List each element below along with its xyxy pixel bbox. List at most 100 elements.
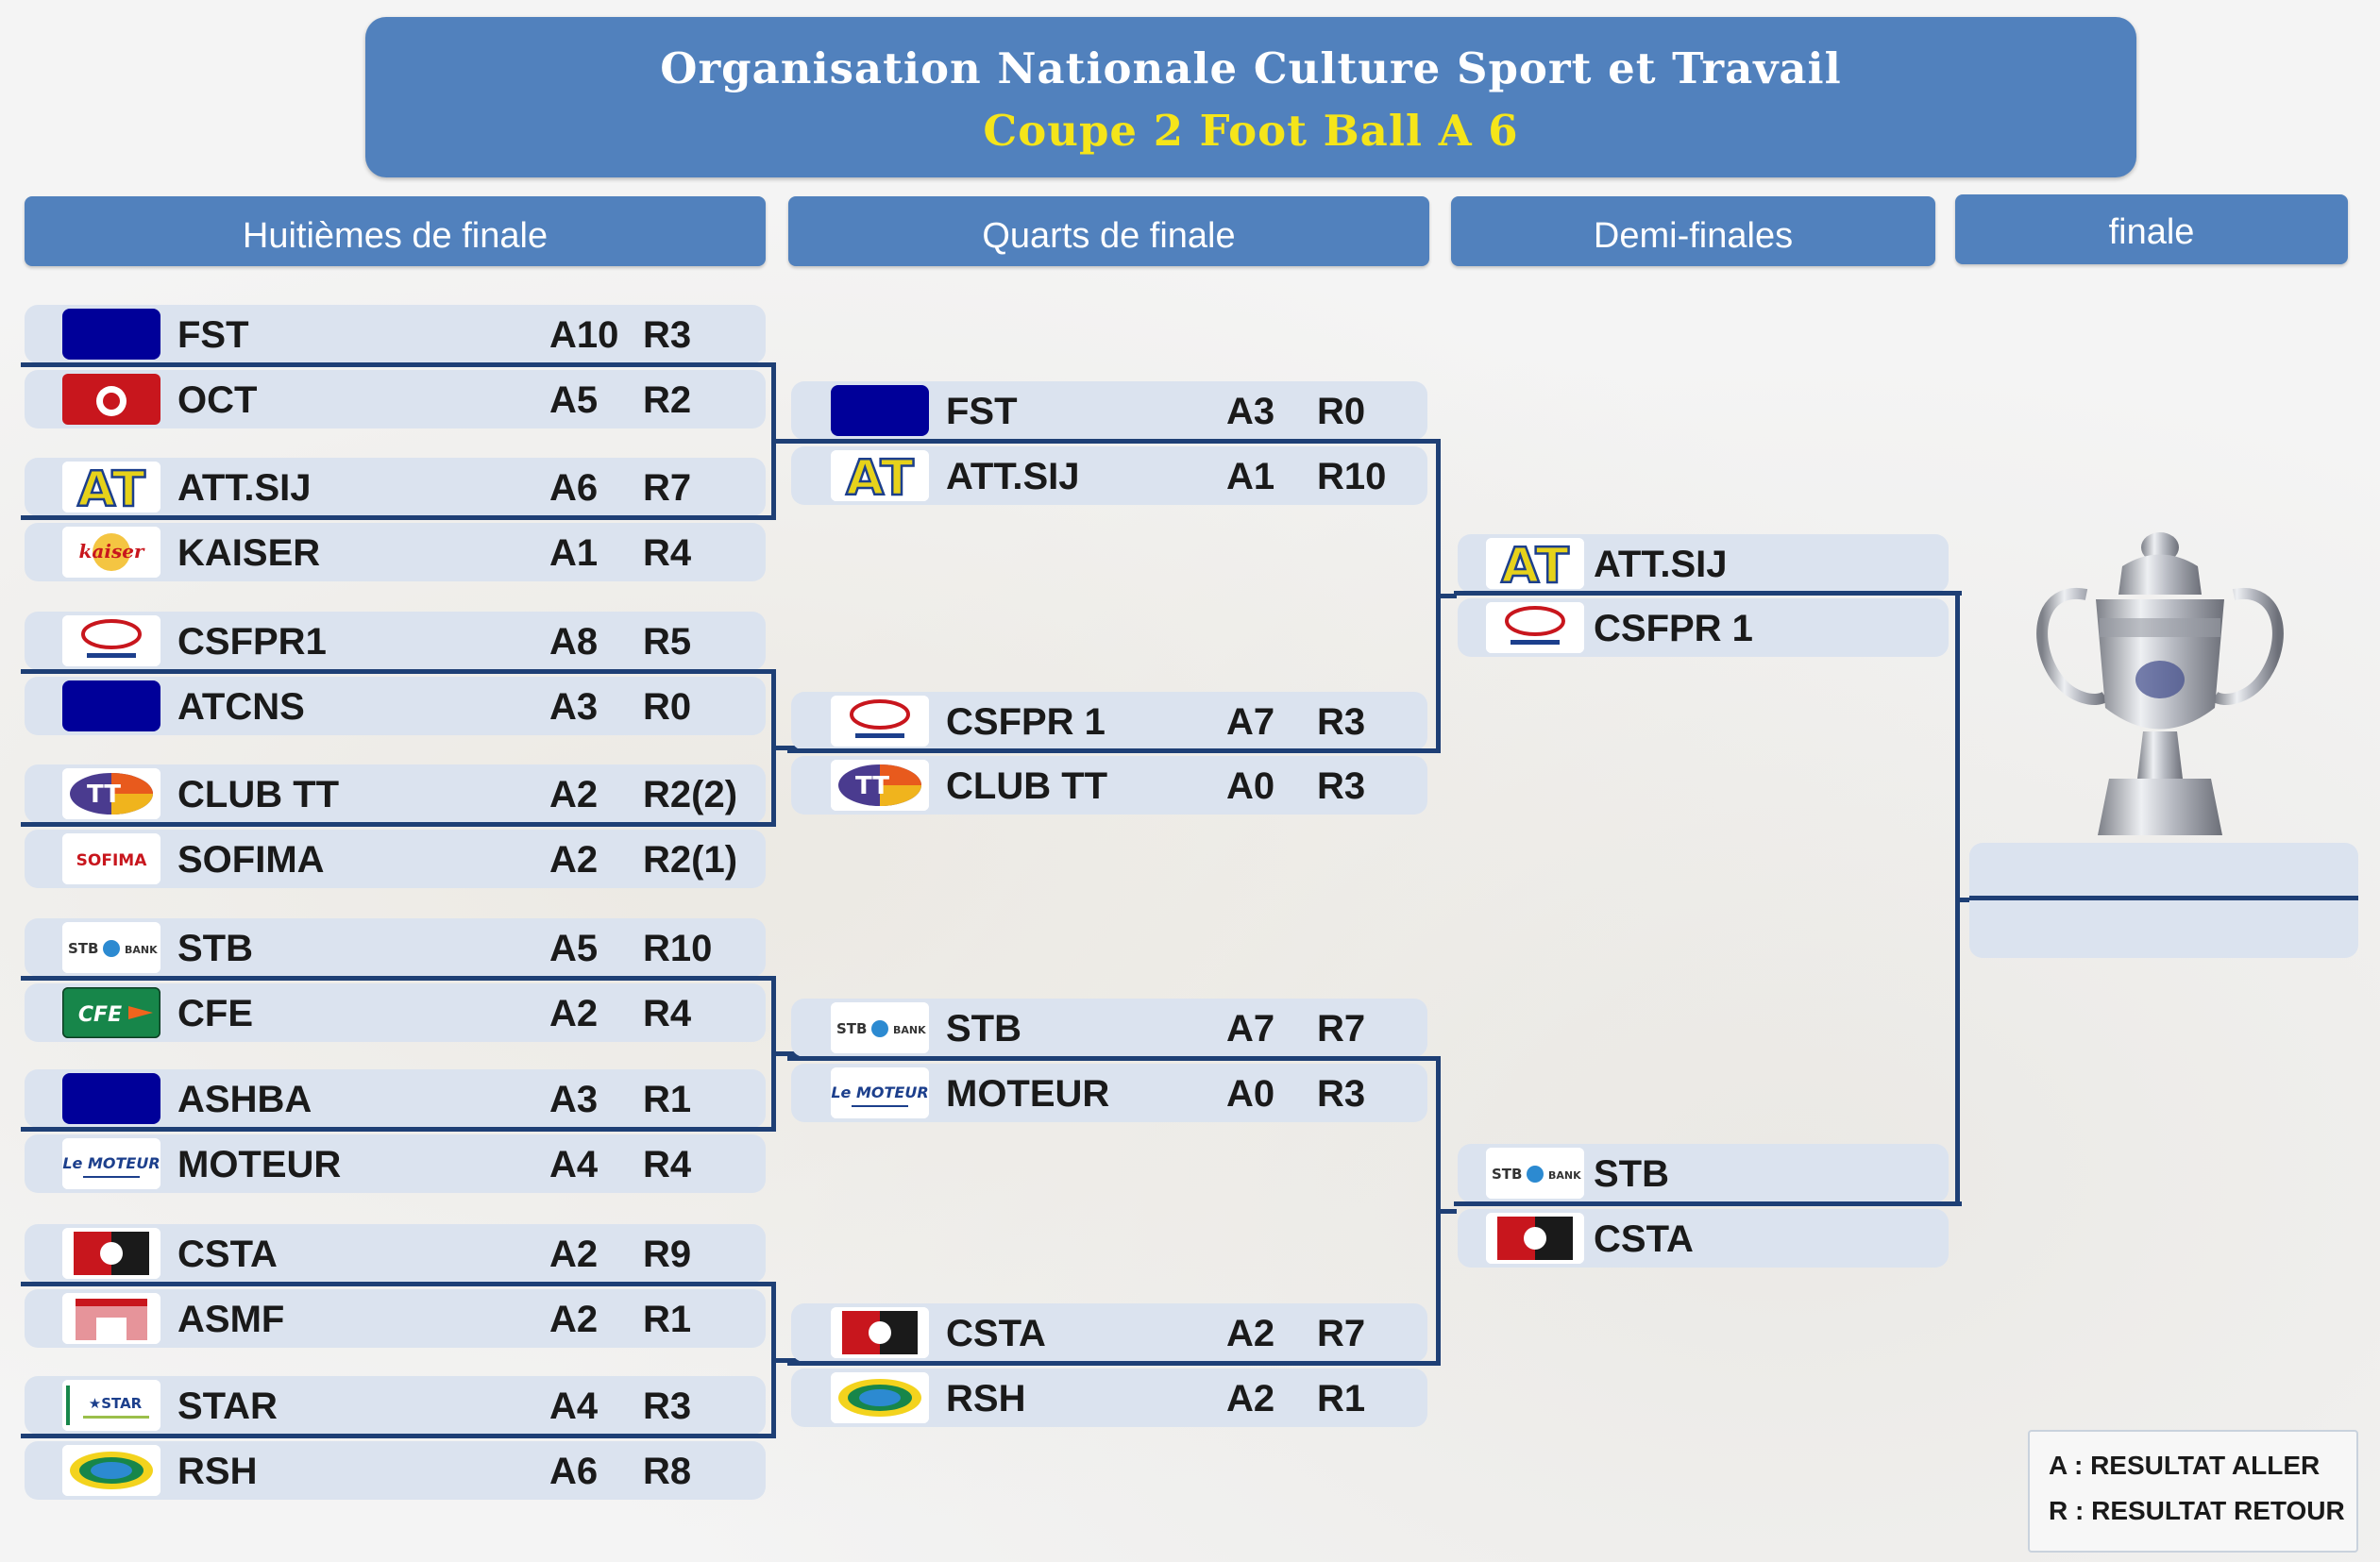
svg-text:Le MOTEUR: Le MOTEUR bbox=[831, 1083, 928, 1101]
score-aller: A8 bbox=[549, 621, 599, 663]
score-retour: R4 bbox=[643, 1144, 692, 1185]
cfe-logo-icon: CFE bbox=[62, 987, 160, 1038]
svg-text:TT: TT bbox=[87, 781, 121, 809]
bracket-connector bbox=[771, 439, 800, 444]
csfpr-logo-icon bbox=[1486, 602, 1584, 653]
kaiser-logo-icon: kaiser bbox=[62, 527, 160, 578]
score-retour: R3 bbox=[1317, 1073, 1366, 1115]
match-divider bbox=[21, 515, 776, 520]
score-retour: R2(2) bbox=[643, 774, 738, 815]
svg-text:TT: TT bbox=[855, 772, 889, 800]
score-aller: A0 bbox=[1226, 765, 1275, 807]
legend-retour: R : RESULTAT RETOUR bbox=[2049, 1496, 2345, 1525]
bracket-connector bbox=[771, 746, 800, 750]
r16-row: TT CLUB TT A2 R2(2) bbox=[25, 764, 766, 823]
score-aller: A6 bbox=[549, 1451, 599, 1492]
team-name: CSFPR1 bbox=[177, 621, 327, 663]
team-name: FST bbox=[177, 314, 249, 356]
csta-logo-icon bbox=[1486, 1213, 1584, 1264]
asmf-logo-icon bbox=[62, 1293, 160, 1344]
svg-text:STB: STB bbox=[1492, 1166, 1522, 1183]
score-retour: R3 bbox=[643, 1386, 692, 1427]
score-retour: R5 bbox=[643, 621, 692, 663]
score-aller: A1 bbox=[1226, 456, 1275, 497]
att-logo-icon: AT bbox=[62, 462, 160, 512]
score-aller: A6 bbox=[549, 467, 599, 509]
match-divider bbox=[21, 1282, 776, 1286]
csfpr-logo-icon bbox=[831, 696, 929, 747]
team-name: FST bbox=[946, 391, 1018, 432]
team-logo-placeholder-icon bbox=[62, 680, 160, 731]
team-name: CLUB TT bbox=[177, 774, 340, 815]
score-aller: A1 bbox=[549, 532, 599, 574]
moteur-logo-icon: Le MOTEUR bbox=[831, 1067, 929, 1118]
score-aller: A7 bbox=[1226, 1008, 1275, 1050]
score-aller: A2 bbox=[549, 1234, 599, 1275]
team-name: ATT.SIJ bbox=[1594, 544, 1728, 585]
match-divider bbox=[21, 669, 776, 674]
team-name: SOFIMA bbox=[177, 839, 325, 881]
bracket-connector bbox=[1955, 898, 1970, 902]
team-name: STB bbox=[946, 1008, 1021, 1050]
title-banner: Organisation Nationale Culture Sport et … bbox=[365, 17, 2136, 177]
team-name: CSFPR 1 bbox=[1594, 608, 1753, 649]
team-name: ATCNS bbox=[177, 686, 305, 728]
team-name: CLUB TT bbox=[946, 765, 1108, 807]
bracket-connector bbox=[771, 1358, 800, 1363]
score-aller: A2 bbox=[549, 774, 599, 815]
column-header-r16: Huitièmes de finale bbox=[25, 196, 766, 266]
score-retour: R7 bbox=[1317, 1313, 1366, 1354]
team-name: CSTA bbox=[177, 1234, 278, 1275]
oct-logo-icon bbox=[62, 374, 160, 425]
team-name: STAR bbox=[177, 1386, 278, 1427]
score-retour: R9 bbox=[643, 1234, 692, 1275]
score-aller: A2 bbox=[549, 839, 599, 881]
score-retour: R3 bbox=[643, 314, 692, 356]
team-logo-placeholder-icon bbox=[831, 385, 929, 436]
match-divider bbox=[787, 748, 1441, 753]
sf-row: CSTA bbox=[1458, 1209, 1949, 1268]
team-name: STB bbox=[1594, 1153, 1669, 1195]
score-aller: A3 bbox=[549, 686, 599, 728]
bracket-connector bbox=[1436, 1209, 1457, 1214]
trophy-icon bbox=[2036, 532, 2284, 835]
sf-row: AT ATT.SIJ bbox=[1458, 534, 1949, 593]
score-retour: R4 bbox=[643, 532, 692, 574]
score-aller: A2 bbox=[1226, 1313, 1275, 1354]
team-name: ATT.SIJ bbox=[177, 467, 312, 509]
score-aller: A3 bbox=[1226, 391, 1275, 432]
svg-text:Le MOTEUR: Le MOTEUR bbox=[62, 1154, 160, 1172]
score-retour: R10 bbox=[643, 928, 713, 969]
tt-logo-icon: TT bbox=[831, 760, 929, 811]
match-divider bbox=[1454, 591, 1962, 596]
score-aller: A3 bbox=[549, 1079, 599, 1120]
score-retour: R3 bbox=[1317, 701, 1366, 743]
match-divider bbox=[21, 822, 776, 827]
svg-text:AT: AT bbox=[1501, 538, 1569, 589]
team-name: STB bbox=[177, 928, 253, 969]
match-divider bbox=[21, 1434, 776, 1438]
r16-row: CSFPR1 A8 R5 bbox=[25, 612, 766, 670]
score-retour: R0 bbox=[643, 686, 692, 728]
tt-logo-icon: TT bbox=[62, 768, 160, 819]
team-name: ASMF bbox=[177, 1299, 285, 1340]
team-name: CFE bbox=[177, 993, 253, 1034]
team-name: OCT bbox=[177, 379, 258, 421]
svg-text:STB: STB bbox=[836, 1020, 867, 1037]
svg-text:AT: AT bbox=[846, 450, 914, 501]
csta-logo-icon bbox=[62, 1228, 160, 1279]
